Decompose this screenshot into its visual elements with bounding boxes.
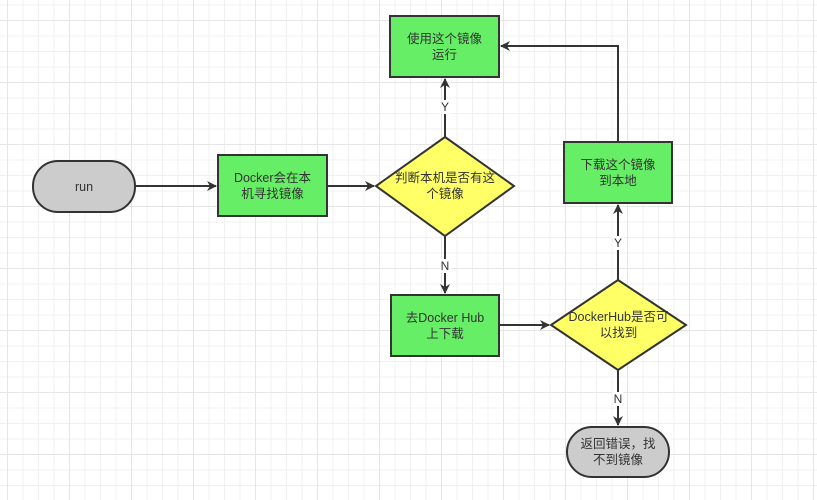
node-search-local-shape[interactable]	[217, 154, 328, 217]
node-download-hub-shape[interactable]	[390, 294, 500, 357]
node-run-shape[interactable]	[32, 160, 136, 213]
edge-label-has-image-no: N	[439, 259, 451, 273]
edge-download-local-to-use-image[interactable]	[500, 41, 619, 142]
edge-label-has-image-yes: Y	[439, 100, 451, 114]
node-has-image-shape[interactable]	[374, 135, 516, 238]
node-use-image-shape[interactable]	[389, 15, 500, 78]
node-error-shape[interactable]	[566, 426, 670, 478]
edge-label-hub-found-yes: Y	[612, 236, 624, 250]
node-hub-found-shape[interactable]	[549, 278, 688, 372]
node-download-local-shape[interactable]	[563, 141, 673, 204]
edge-label-hub-found-no: N	[612, 392, 624, 406]
